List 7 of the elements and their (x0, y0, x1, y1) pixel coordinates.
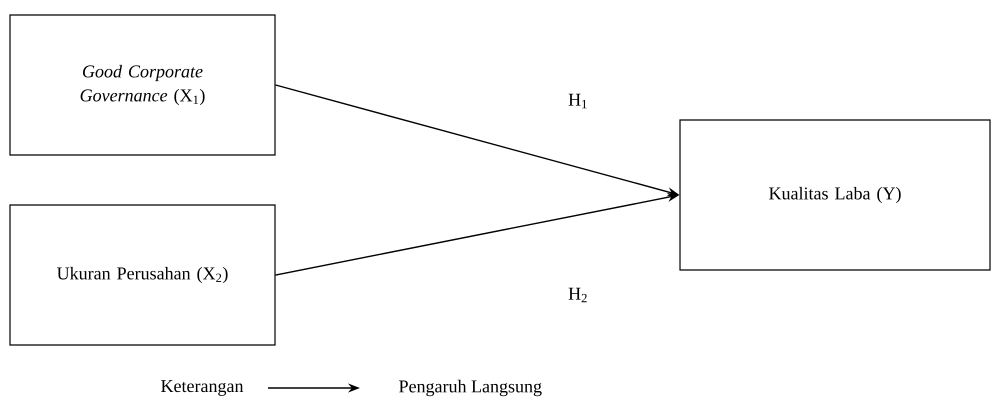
legend-heading: Keterangan (161, 380, 244, 396)
process-box: Ukuran Perusahan (X$_{2}$) (9, 204, 276, 346)
edge-label: H$_{1}$ (567, 92, 589, 110)
process-box: Good Corporate Governance (X$_{1}$) (9, 14, 276, 156)
process-box: Kualitas Laba (Y) (679, 119, 991, 271)
edge-label: H$_{2}$ (567, 286, 589, 304)
legend-text: Pengaruh Langsung (399, 380, 542, 396)
